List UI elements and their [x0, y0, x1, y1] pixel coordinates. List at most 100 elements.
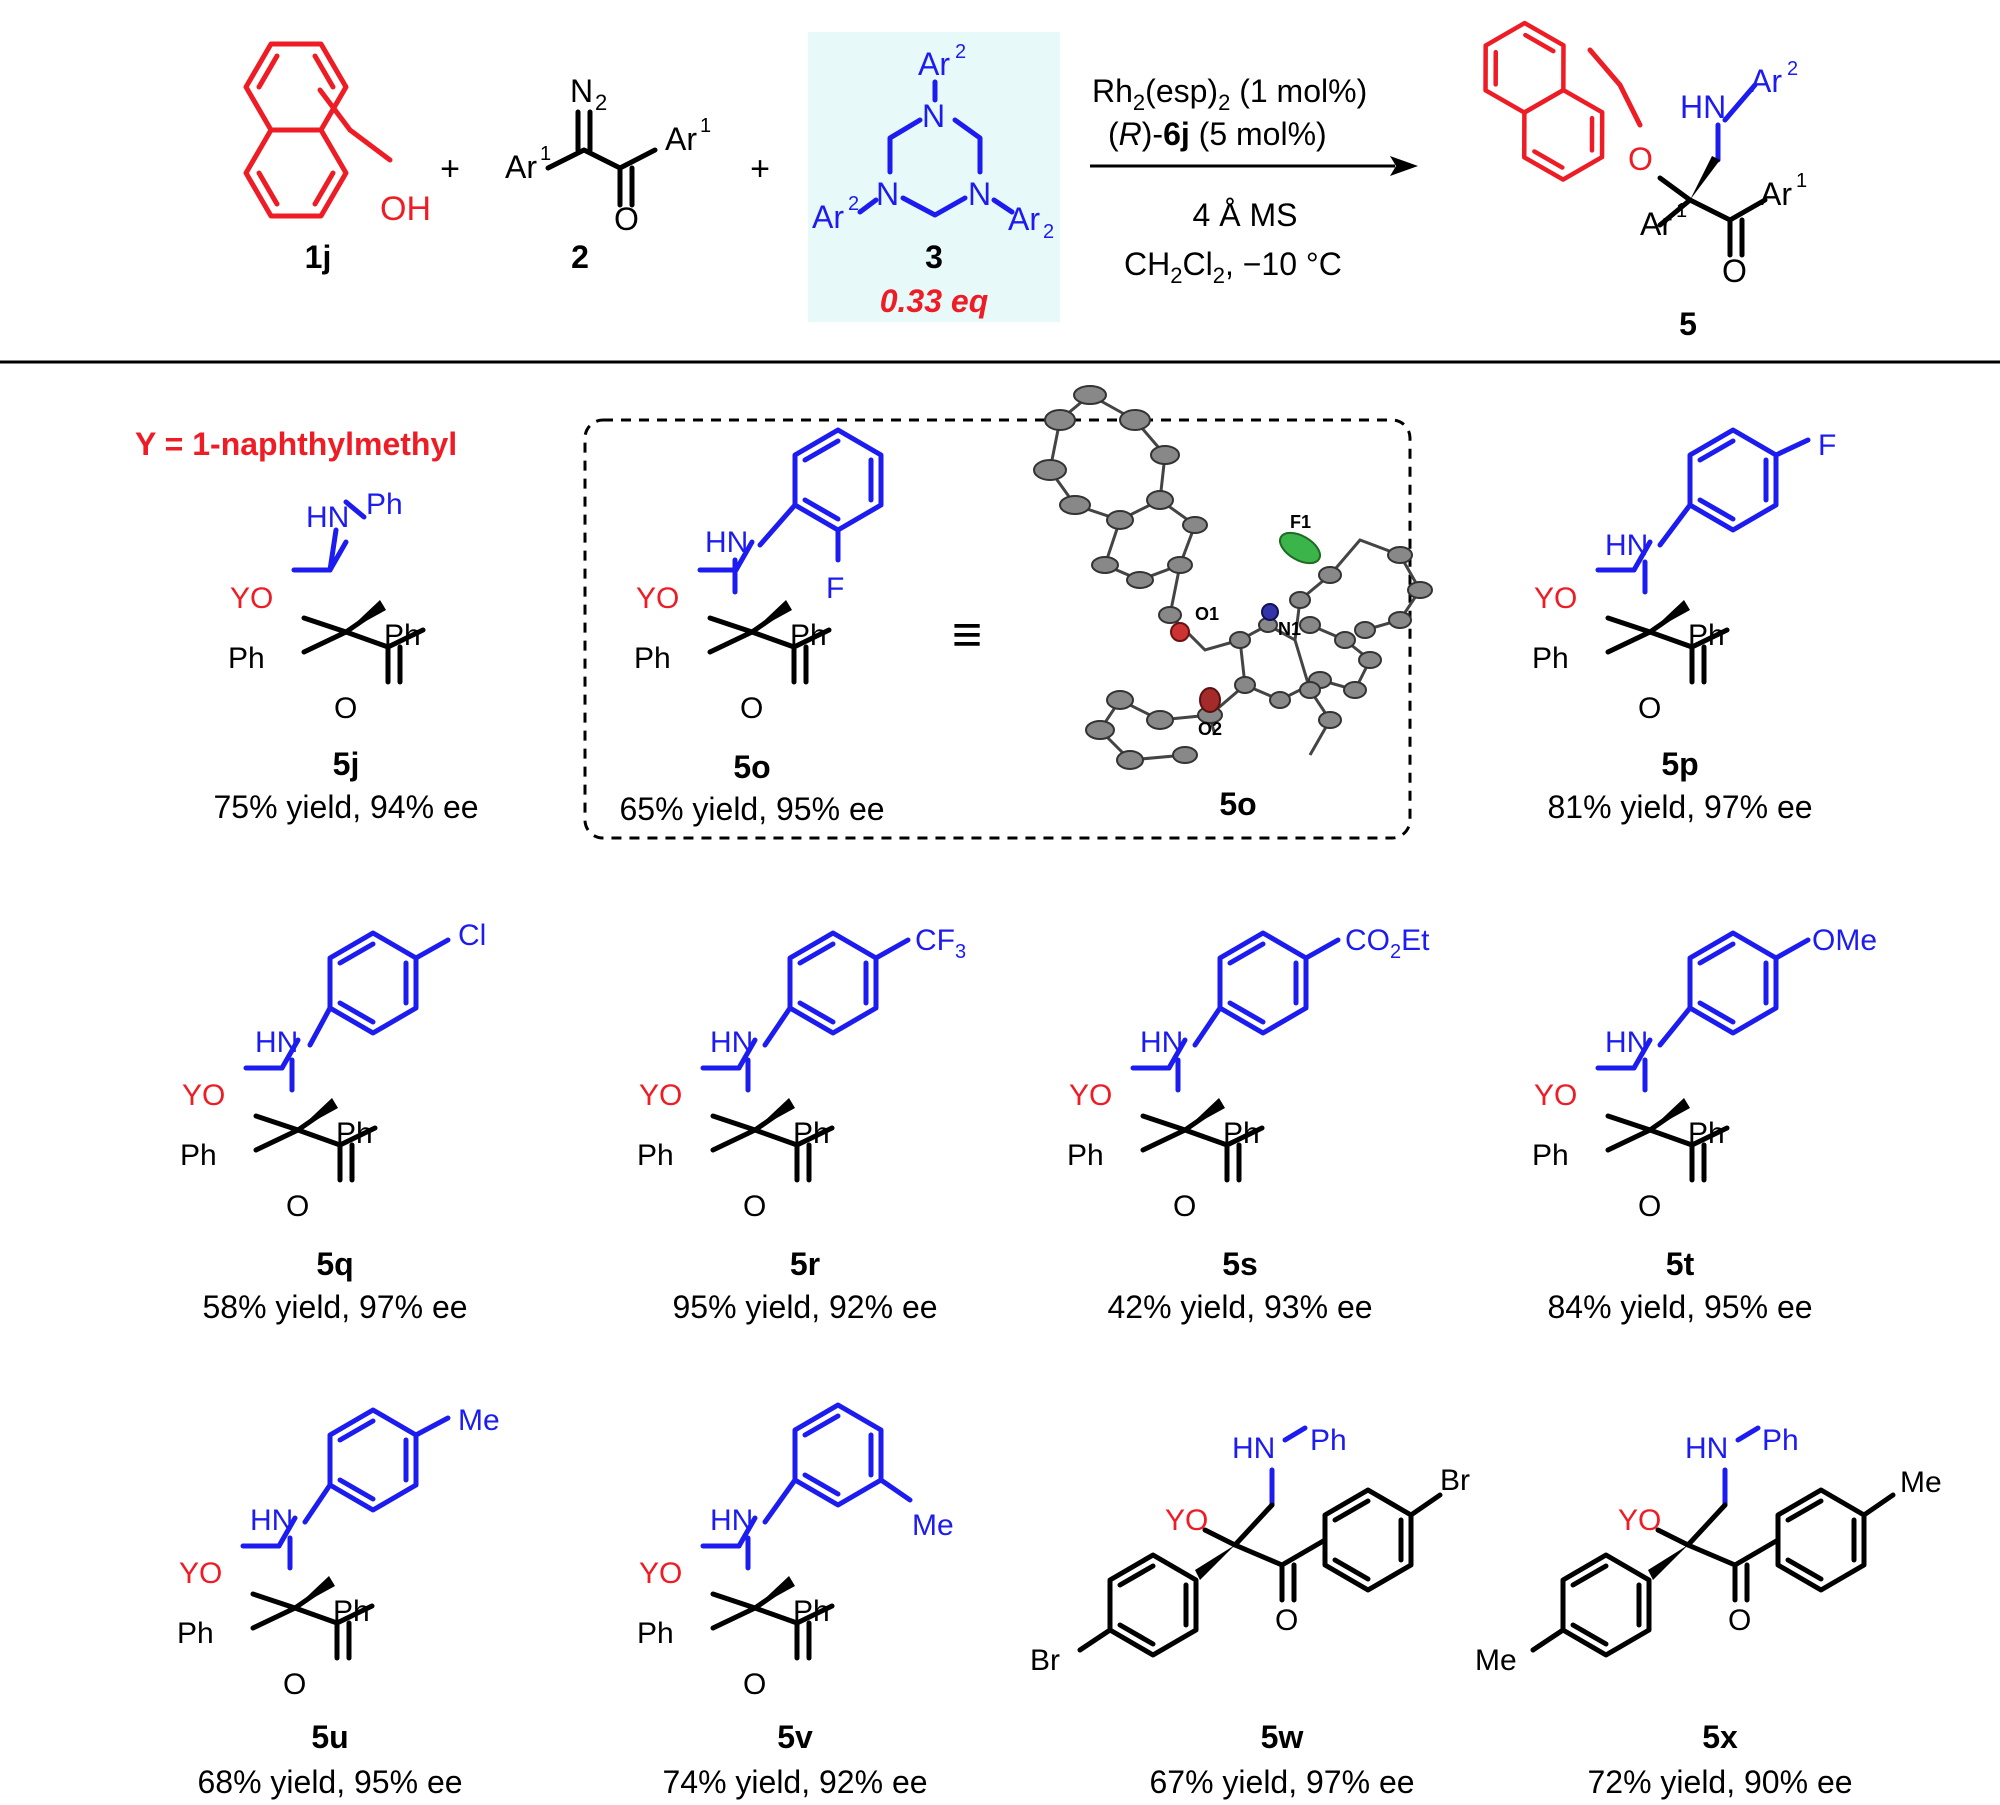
compound-5t: OMe HN YO Ph Ph O 5t 84% yield, 95% ee — [1532, 924, 1877, 1325]
svg-text:O: O — [1638, 692, 1661, 725]
plus-sign: + — [750, 150, 770, 188]
equivalence-symbol: ≡ — [952, 606, 982, 664]
compound-result: 75% yield, 94% ee — [213, 789, 478, 825]
svg-text:Ph: Ph — [1310, 1424, 1347, 1457]
svg-text:Ph: Ph — [180, 1139, 217, 1172]
hydroxyl-label: OH — [380, 190, 431, 228]
svg-text:Ph: Ph — [793, 1117, 830, 1150]
reactant-1j-label: 1j — [305, 239, 332, 275]
svg-text:O: O — [740, 692, 763, 725]
compound-label: 5v — [777, 1719, 813, 1755]
svg-text:Ph: Ph — [637, 1139, 674, 1172]
svg-text:1: 1 — [540, 143, 551, 165]
svg-text:OMe: OMe — [1812, 924, 1877, 957]
svg-text:2: 2 — [955, 41, 966, 63]
svg-text:HN: HN — [705, 526, 748, 559]
reactant-2-label: 2 — [571, 239, 589, 275]
compound-label: 5s — [1222, 1246, 1258, 1282]
svg-text:Ar: Ar — [1008, 201, 1040, 237]
svg-text:O: O — [1628, 141, 1653, 177]
svg-text:2: 2 — [848, 193, 859, 215]
svg-text:O: O — [1722, 253, 1747, 289]
reaction-conditions: Rh2(esp)2 (1 mol%) (R)-6j (5 mol%) 4 Å M… — [1090, 73, 1418, 288]
compound-result: 68% yield, 95% ee — [197, 1764, 462, 1800]
svg-text:Ar: Ar — [505, 149, 537, 185]
svg-text:Ar: Ar — [918, 46, 950, 82]
svg-text:Me: Me — [1475, 1644, 1517, 1677]
svg-text:O: O — [283, 1668, 306, 1701]
compound-result: 42% yield, 93% ee — [1107, 1289, 1372, 1325]
svg-text:N: N — [968, 176, 991, 212]
svg-text:Ph: Ph — [366, 488, 403, 521]
svg-text:Br: Br — [1030, 1644, 1060, 1677]
compound-5o: HN F YO Ph Ph O 5o 65% yield, 95% ee — [619, 430, 885, 827]
compound-result: 84% yield, 95% ee — [1547, 1289, 1812, 1325]
compound-label: 5r — [790, 1246, 820, 1282]
reaction-arrow — [1390, 156, 1418, 176]
svg-text:O: O — [334, 692, 357, 725]
product-5: O HN Ar 2 Ar 1 Ar 1 O 5 — [1466, 12, 1807, 342]
plus-sign: + — [440, 150, 460, 188]
svg-text:N1: N1 — [1278, 619, 1301, 639]
svg-text:YO: YO — [1534, 582, 1577, 615]
compound-result: 95% yield, 92% ee — [672, 1289, 937, 1325]
compound-label: 5p — [1661, 746, 1698, 782]
compound-result: 74% yield, 92% ee — [662, 1764, 927, 1800]
svg-text:HN: HN — [1232, 1432, 1275, 1465]
svg-text:O: O — [614, 201, 639, 237]
svg-text:YO: YO — [179, 1557, 222, 1590]
conditions-line-4: CH2Cl2, −10 °C — [1124, 246, 1342, 288]
svg-text:2: 2 — [595, 90, 607, 115]
xray-ortep-structure: F1 O1 N1 O2 5o — [1033, 385, 1433, 822]
svg-text:2: 2 — [1787, 58, 1798, 80]
svg-text:1: 1 — [1796, 170, 1807, 192]
svg-text:Ar: Ar — [1760, 176, 1792, 212]
y-definition: Y = 1-naphthylmethyl — [135, 426, 457, 462]
svg-text:O: O — [286, 1190, 309, 1223]
compound-label: 5w — [1261, 1719, 1304, 1755]
svg-text:HN: HN — [306, 501, 349, 534]
svg-text:Me: Me — [1900, 1466, 1942, 1499]
compound-label: 5o — [733, 749, 770, 785]
svg-text:Ph: Ph — [1067, 1139, 1104, 1172]
reactant-2-diazo: N 2 Ar 1 Ar 1 O 2 — [505, 73, 711, 275]
conditions-line-1: Rh2(esp)2 (1 mol%) — [1092, 73, 1367, 115]
svg-text:O: O — [743, 1668, 766, 1701]
compound-5j-labels: YO Ph Ph O 5j 75% yield, 94% ee — [213, 582, 478, 825]
svg-text:F: F — [826, 572, 844, 605]
svg-text:Ph: Ph — [1688, 1117, 1725, 1150]
svg-text:Ph: Ph — [790, 619, 827, 652]
svg-text:Ar: Ar — [1640, 206, 1672, 242]
svg-text:Ar: Ar — [665, 121, 697, 157]
compound-result: 81% yield, 97% ee — [1547, 789, 1812, 825]
svg-text:Ph: Ph — [333, 1595, 370, 1628]
svg-text:HN: HN — [1685, 1432, 1728, 1465]
svg-text:YO: YO — [636, 582, 679, 615]
svg-text:YO: YO — [1069, 1079, 1112, 1112]
svg-text:Cl: Cl — [458, 919, 486, 952]
svg-text:O: O — [743, 1190, 766, 1223]
svg-text:N: N — [570, 73, 593, 109]
compound-5r: CF3 HN YO Ph Ph O 5r 95% yield, 92% ee — [637, 924, 966, 1325]
compound-result: 65% yield, 95% ee — [619, 791, 884, 827]
svg-text:YO: YO — [182, 1079, 225, 1112]
reactant-3-equiv: 0.33 eq — [880, 283, 989, 319]
svg-text:O: O — [1728, 1604, 1751, 1637]
svg-text:Ph: Ph — [1223, 1117, 1260, 1150]
svg-text:CO2Et: CO2Et — [1345, 924, 1430, 963]
svg-text:Ph: Ph — [634, 642, 671, 675]
svg-text:O1: O1 — [1195, 604, 1219, 624]
svg-text:YO: YO — [639, 1079, 682, 1112]
compound-5s: CO2Et HN YO Ph Ph O 5s 42% yield, 93% ee — [1067, 924, 1430, 1325]
reactant-3-triazinane: Ar 2 N N N Ar 2 Ar 2 3 0.33 eq — [808, 32, 1060, 322]
compound-label: 5x — [1702, 1719, 1738, 1755]
svg-text:Ar: Ar — [812, 199, 844, 235]
svg-text:Me: Me — [458, 1404, 500, 1437]
product-5-label: 5 — [1679, 306, 1697, 342]
svg-text:Ph: Ph — [336, 1117, 373, 1150]
svg-text:Ph: Ph — [384, 619, 421, 652]
compound-label: 5j — [333, 746, 360, 782]
svg-text:HN: HN — [1680, 89, 1726, 125]
compound-5j: HN Ph — [294, 488, 423, 682]
